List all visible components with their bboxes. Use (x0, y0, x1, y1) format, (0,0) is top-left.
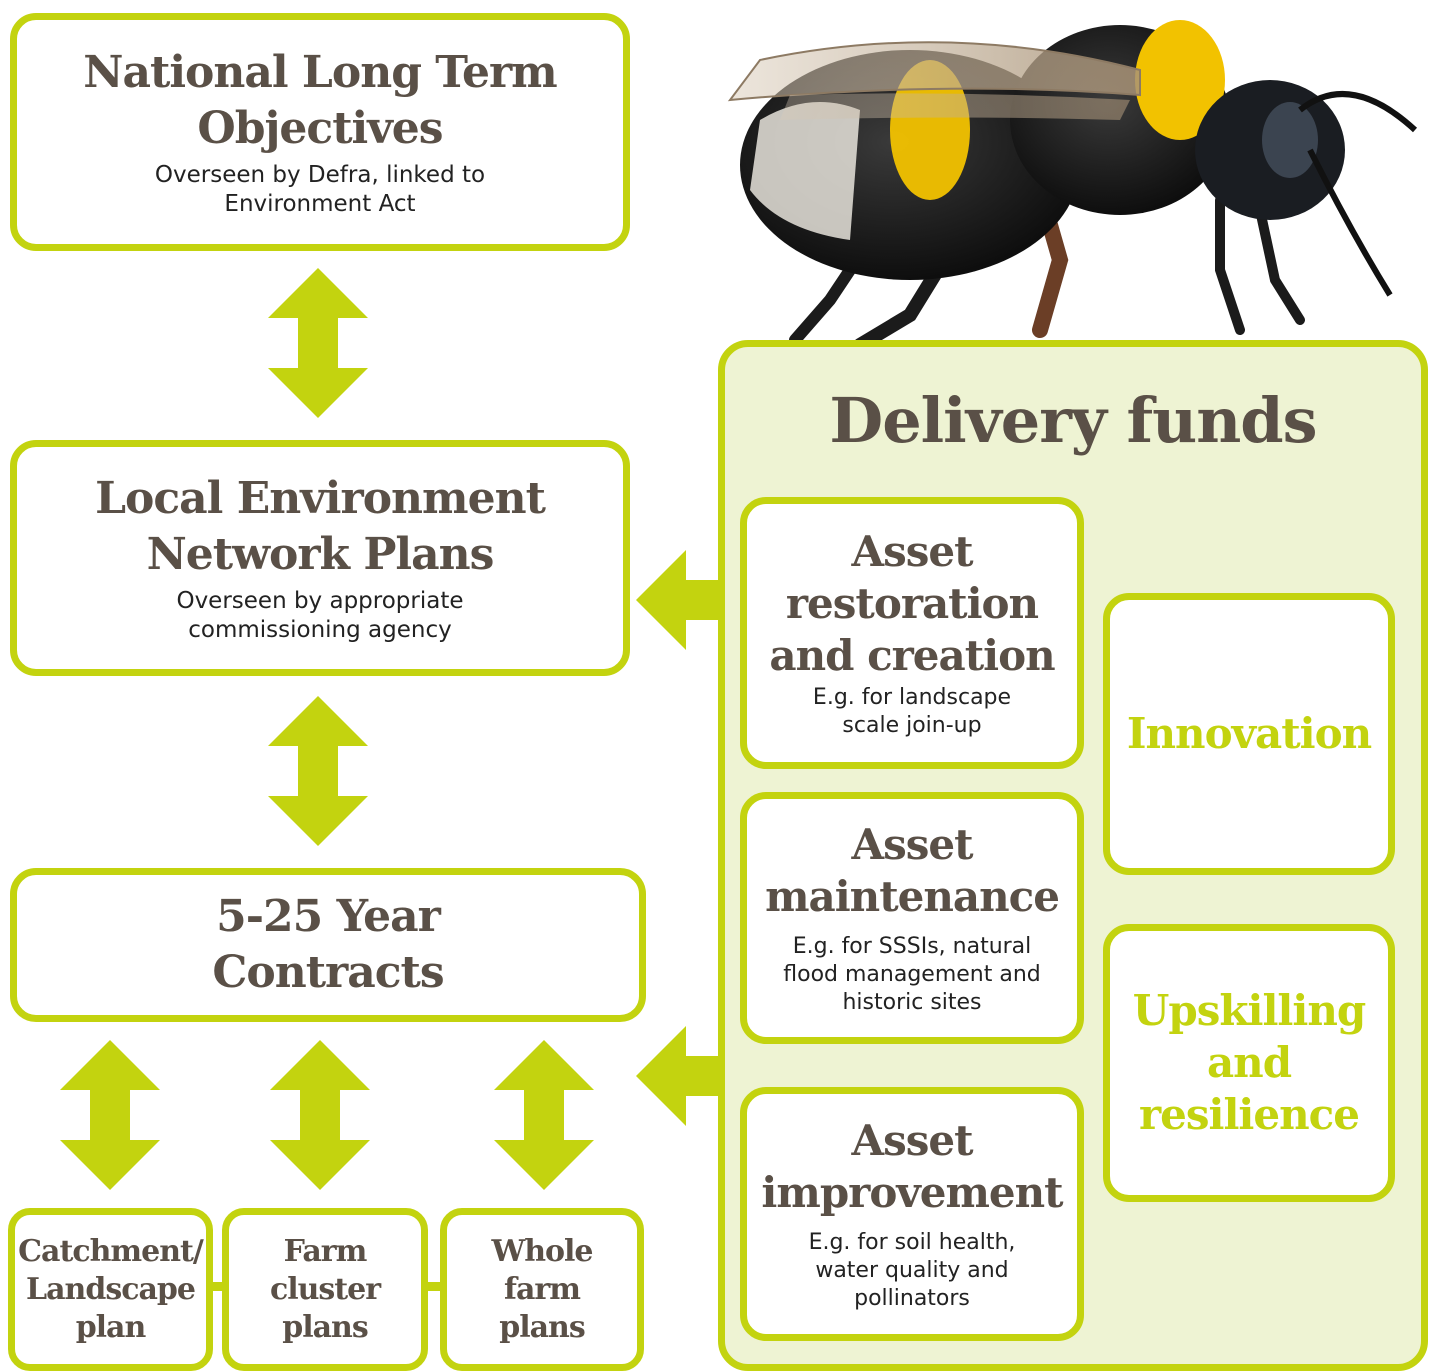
delivery-funds-title: Delivery funds (829, 384, 1317, 457)
local-network-plans-box: Local Environment Network Plans Overseen… (10, 440, 630, 676)
double-headed-arrow-icon (60, 1040, 160, 1190)
local-network-plans-subtitle: Overseen by appropriate commissioning ag… (176, 588, 464, 643)
asset-restoration-title: Asset restoration and creation (769, 527, 1055, 680)
local-network-plans-title: Local Environment Network Plans (95, 473, 546, 580)
double-headed-arrow-icon (268, 696, 368, 846)
national-objectives-box: National Long Term Objectives Overseen b… (10, 13, 630, 251)
national-objectives-subtitle: Overseen by Defra, linked to Environment… (154, 162, 486, 217)
national-objectives-title: National Long Term Objectives (83, 47, 557, 154)
upskilling-box: Upskilling and resilience (1103, 924, 1395, 1202)
asset-improvement-box: Asset improvement E.g. for soil health, … (740, 1087, 1084, 1341)
asset-restoration-subtitle: E.g. for landscape scale join-up (812, 685, 1012, 738)
double-headed-arrow-icon (494, 1040, 594, 1190)
bumblebee-illustration (727, 20, 1418, 352)
double-headed-arrow-icon (270, 1040, 370, 1190)
plan-label-catchment: Catchment/ Landscape plan (18, 1233, 204, 1345)
plan-label-whole-farm: Whole farm plans (491, 1233, 594, 1345)
plan-box-whole-farm: Whole farm plans (440, 1208, 644, 1371)
plan-box-catchment: Catchment/ Landscape plan (8, 1208, 213, 1371)
asset-maintenance-title: Asset maintenance (765, 820, 1060, 921)
contracts-title: 5-25 Year Contracts (212, 891, 444, 998)
double-headed-arrow-icon (268, 268, 368, 418)
innovation-box: Innovation (1103, 593, 1395, 875)
asset-maintenance-box: Asset maintenance E.g. for SSSIs, natura… (740, 792, 1084, 1044)
asset-improvement-title: Asset improvement (761, 1116, 1063, 1217)
asset-improvement-subtitle: E.g. for soil health, water quality and … (808, 1230, 1016, 1311)
contracts-box: 5-25 Year Contracts (10, 868, 646, 1022)
plan-box-farm-cluster: Farm cluster plans (222, 1208, 428, 1371)
left-arrow-icon (636, 1026, 728, 1126)
upskilling-label: Upskilling and resilience (1132, 986, 1366, 1139)
innovation-label: Innovation (1126, 709, 1372, 758)
asset-maintenance-subtitle: E.g. for SSSIs, natural flood management… (783, 934, 1041, 1015)
plan-label-farm-cluster: Farm cluster plans (269, 1233, 381, 1345)
asset-restoration-box: Asset restoration and creation E.g. for … (740, 497, 1084, 769)
left-arrow-icon (636, 550, 728, 650)
